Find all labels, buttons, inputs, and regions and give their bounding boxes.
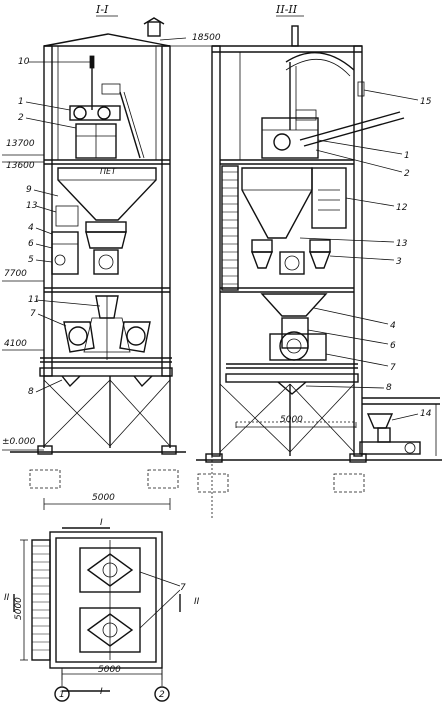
svg-text:5000: 5000	[14, 597, 24, 620]
svg-text:8: 8	[28, 387, 34, 397]
svg-text:4100: 4100	[4, 339, 27, 349]
elevation-marks-left: 13700 13600 7700 4100 ±0.000	[2, 139, 44, 451]
svg-text:9: 9	[26, 185, 32, 195]
svg-text:6: 6	[28, 239, 34, 249]
section-1-elevation: I-I ПЕТ	[2, 3, 221, 510]
svg-text:13: 13	[26, 201, 38, 211]
wall-hatching	[222, 171, 238, 285]
svg-text:I: I	[100, 518, 103, 528]
svg-text:13600: 13600	[6, 161, 35, 171]
svg-text:6: 6	[390, 341, 396, 351]
axis-1-marker	[54, 686, 70, 702]
svg-text:15: 15	[420, 97, 432, 107]
svg-text:13700: 13700	[6, 139, 35, 149]
svg-text:13: 13	[396, 239, 408, 249]
svg-text:5000: 5000	[98, 665, 121, 675]
svg-text:4: 4	[390, 321, 396, 331]
svg-text:2: 2	[18, 113, 24, 123]
svg-text:7700: 7700	[4, 269, 27, 279]
svg-text:ПЕТ: ПЕТ	[100, 167, 117, 176]
svg-text:II: II	[4, 593, 10, 603]
right-callouts: 15 1 2 12 13 3 4 6 7 8 14	[299, 89, 432, 421]
left-dimension: 5000	[43, 493, 171, 510]
svg-text:2: 2	[159, 690, 165, 700]
svg-text:4: 4	[28, 223, 34, 233]
svg-text:2: 2	[404, 169, 410, 179]
svg-text:±0.000: ±0.000	[2, 437, 36, 447]
svg-text:1: 1	[404, 151, 410, 161]
svg-text:7: 7	[390, 363, 396, 373]
svg-text:10: 10	[18, 57, 30, 67]
svg-text:14: 14	[420, 409, 432, 419]
svg-text:7: 7	[30, 309, 36, 319]
axis-2-marker	[154, 686, 170, 702]
plan-view: I I	[4, 518, 200, 702]
svg-text:5000: 5000	[92, 493, 115, 503]
svg-text:7: 7	[180, 583, 186, 593]
section-2-title: II-II	[275, 3, 298, 16]
svg-text:5000: 5000	[280, 415, 303, 425]
svg-text:5: 5	[28, 255, 34, 265]
svg-text:8: 8	[386, 383, 392, 393]
right-dimension: 5000	[211, 415, 357, 520]
svg-text:11: 11	[28, 295, 39, 305]
svg-text:12: 12	[396, 203, 408, 213]
section-2-elevation: II-II	[196, 3, 442, 520]
svg-text:1: 1	[59, 690, 65, 700]
svg-text:18500: 18500	[192, 33, 221, 43]
left-callouts: 18500 10 1 2 9 13 4 6 5 11 7 8	[18, 33, 221, 397]
svg-text:3: 3	[396, 257, 402, 267]
section-1-title: I-I	[95, 3, 109, 16]
plan-hatching	[32, 545, 50, 651]
svg-text:II: II	[194, 597, 200, 607]
svg-text:I: I	[100, 687, 103, 697]
svg-text:1: 1	[18, 97, 24, 107]
